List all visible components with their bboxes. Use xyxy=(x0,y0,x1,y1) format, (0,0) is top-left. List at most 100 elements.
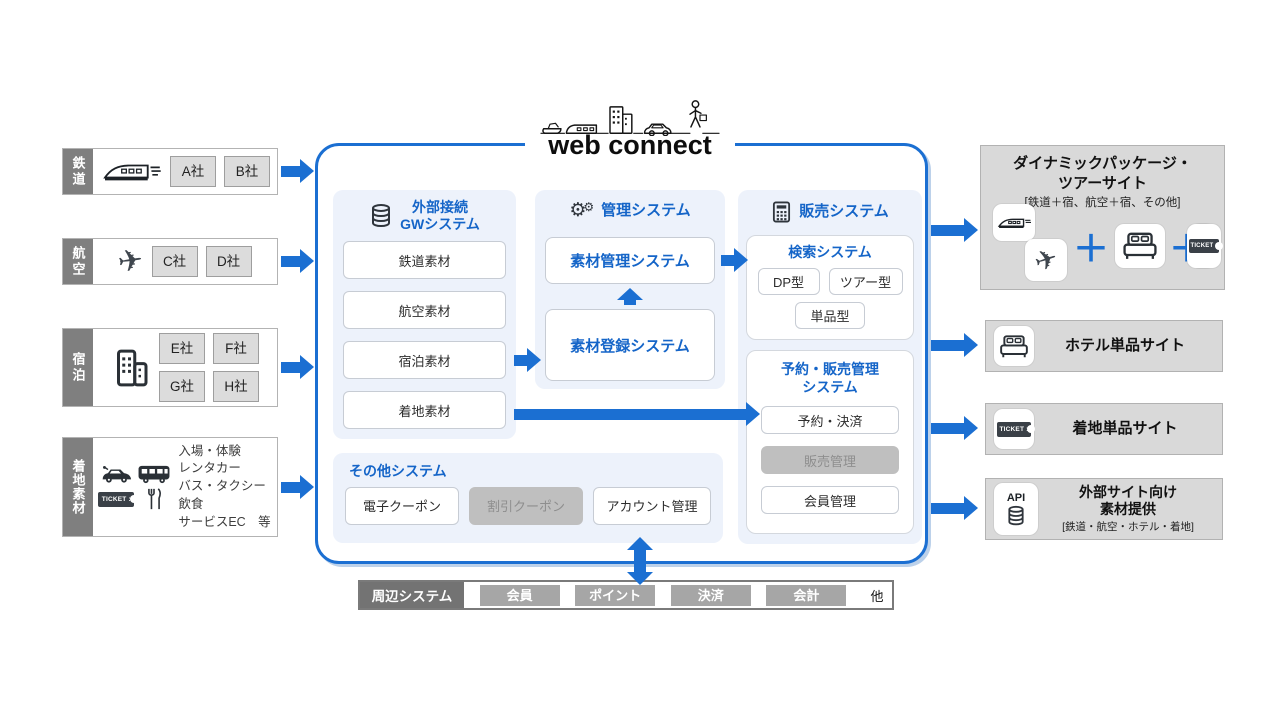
local-item: バス・タクシー xyxy=(178,479,266,494)
gw-box-air: 航空素材 xyxy=(343,291,506,330)
peripheral-box-accounting: 会計 xyxy=(766,584,847,606)
peripheral-boxes: 会員 ポイント 決済 会計 xyxy=(464,582,862,608)
train-icon xyxy=(997,215,1031,231)
ticket-icon: TICKET: xyxy=(997,421,1031,437)
bus-icon xyxy=(137,464,171,484)
source-hotel-label: 宿泊 xyxy=(63,329,93,406)
dynpkg-title-line2: ツアーサイト xyxy=(1058,174,1147,192)
ticket-card: TICKET: xyxy=(1187,224,1221,268)
other-box-ecoupon: 電子クーポン xyxy=(345,486,459,525)
fork-knife-icon xyxy=(145,488,163,510)
gw-box-hotel: 宿泊素材 xyxy=(343,341,506,380)
admin-box-material-register: 素材登録システム xyxy=(545,309,715,381)
reserve-title-line1: 予約・販売管理 xyxy=(781,361,879,377)
arrow-local-to-main xyxy=(281,475,314,499)
peripheral-box-point: ポイント xyxy=(575,584,656,606)
source-hotel-body: E社 F社 G社 H社 xyxy=(93,329,277,406)
reserve-box-member: 会員管理 xyxy=(761,486,899,514)
bed-icon xyxy=(999,333,1029,360)
hotel-site-title: ホテル単品サイト xyxy=(1064,337,1185,355)
api-icon-card: API xyxy=(994,483,1038,535)
source-rail-label: 鉄道 xyxy=(63,149,93,194)
database-icon xyxy=(1006,505,1026,527)
arrow-mgmt-to-search xyxy=(721,248,748,272)
hotel-site: ホテル単品サイト xyxy=(985,320,1223,372)
company-box: B社 xyxy=(224,156,270,187)
source-rail-body: A社 B社 xyxy=(93,149,277,194)
source-hotel-panel: 宿泊 E社 F社 G社 H社 xyxy=(62,328,278,407)
arrow-to-local-site xyxy=(931,416,978,440)
ticket-icon: TICKET: xyxy=(98,491,135,507)
arrow-main-peripheral xyxy=(627,537,653,585)
company-box: D社 xyxy=(205,246,252,277)
local-items: 入場・体験 レンタカー バス・タクシー 飲食 サービスEC 等 xyxy=(178,443,270,532)
local-item: 飲食 xyxy=(178,496,204,511)
gw-section-title: 外部接続 GWシステム xyxy=(400,199,480,232)
local-item: サービスEC 等 xyxy=(178,514,271,529)
gw-title-line2: GWシステム xyxy=(400,215,480,232)
calculator-icon xyxy=(771,201,792,223)
source-air-label: 航空 xyxy=(63,239,93,284)
dynpkg-title: ダイナミックパッケージ・ ツアーサイト xyxy=(981,154,1224,193)
dynpkg-subtitle: [鉄道＋宿、航空＋宿、その他] xyxy=(1024,197,1181,209)
arrow-gw-to-register xyxy=(514,348,541,372)
arrow-to-dynpkg xyxy=(931,218,978,242)
airplane-icon: ✈ xyxy=(116,242,146,280)
local-site-title: 着地単品サイト xyxy=(1072,420,1178,438)
search-box-tour: ツアー型 xyxy=(828,267,903,295)
source-air-body: ✈ C社 D社 xyxy=(93,239,277,284)
airplane-icon: ✈ xyxy=(1030,241,1062,278)
peripheral-box-payment: 決済 xyxy=(670,584,751,606)
train-card xyxy=(993,204,1035,241)
hotel-icon-card xyxy=(994,326,1034,366)
arrow-gw-to-reserve xyxy=(514,402,760,426)
search-box-dp: DP型 xyxy=(757,267,820,295)
gw-box-rail: 鉄道素材 xyxy=(343,241,506,280)
arrow-to-api xyxy=(931,496,978,520)
peripheral-label: 周辺システム xyxy=(360,582,464,608)
train-icon xyxy=(100,159,162,185)
gw-box-local: 着地素材 xyxy=(343,391,506,430)
sales-section-title: 販売システム xyxy=(799,203,889,221)
dynpkg-icons: ✈ ＋ ＋ TICKET: xyxy=(981,146,1224,289)
api-title-line2: 素材提供 xyxy=(1100,501,1156,517)
local-item: 入場・体験 xyxy=(178,443,241,458)
source-rail-panel: 鉄道 A社 B社 xyxy=(62,148,278,195)
web-connect-logo: web connect xyxy=(525,96,735,160)
local-icon-card: TICKET: xyxy=(994,409,1034,449)
car-icon xyxy=(100,465,132,483)
arrow-rail-to-main xyxy=(281,159,314,183)
plane-card: ✈ xyxy=(1025,239,1067,281)
peripheral-systems-bar: 周辺システム 会員 ポイント 決済 会計 他 xyxy=(358,580,894,610)
admin-box-material-mgmt: 素材管理システム xyxy=(545,237,715,284)
arrow-register-to-mgmt xyxy=(614,288,646,305)
arrow-to-hotel-site xyxy=(931,333,978,357)
gw-title-line1: 外部接続 xyxy=(412,199,468,215)
other-section: その他システム 電子クーポン 割引クーポン アカウント管理 xyxy=(333,453,723,543)
logo-skyline-icon xyxy=(525,96,735,136)
admin-section: ⚙⚙ 管理システム 素材管理システム 素材登録システム xyxy=(535,190,725,389)
local-item: レンタカー xyxy=(178,461,241,476)
arrow-hotel-to-main xyxy=(281,355,314,379)
peripheral-more: 他 xyxy=(870,588,884,604)
admin-section-title: 管理システム xyxy=(601,201,691,219)
other-box-account: アカウント管理 xyxy=(593,486,711,525)
source-local-label: 着地素材 xyxy=(63,438,93,536)
reserve-system-title: 予約・販売管理 システム xyxy=(747,361,913,396)
api-subtitle: [鉄道・航空・ホテル・着地] xyxy=(1062,520,1194,533)
api-icon-label: API xyxy=(1006,491,1026,504)
api-title-line1: 外部サイト向け xyxy=(1079,484,1177,501)
reserve-box-payment: 予約・決済 xyxy=(761,406,899,434)
api-feed: API 外部サイト向け 素材提供 [鉄道・航空・ホテル・着地] xyxy=(985,478,1223,540)
bed-card xyxy=(1115,224,1165,268)
company-box: E社 xyxy=(159,333,205,364)
other-section-title: その他システム xyxy=(349,463,447,479)
reserve-system-card: 予約・販売管理 システム 予約・決済 販売管理 会員管理 xyxy=(746,350,914,534)
plus-icon: ＋ xyxy=(1073,228,1110,269)
gw-section: 外部接続 GWシステム 鉄道素材 航空素材 宿泊素材 着地素材 xyxy=(333,190,516,439)
other-box-discount-coupon: 割引クーポン xyxy=(469,486,583,525)
company-box: H社 xyxy=(213,371,259,402)
search-box-single: 単品型 xyxy=(795,301,865,329)
peripheral-box-member: 会員 xyxy=(479,584,560,606)
reserve-box-sales-mgmt: 販売管理 xyxy=(761,446,899,474)
